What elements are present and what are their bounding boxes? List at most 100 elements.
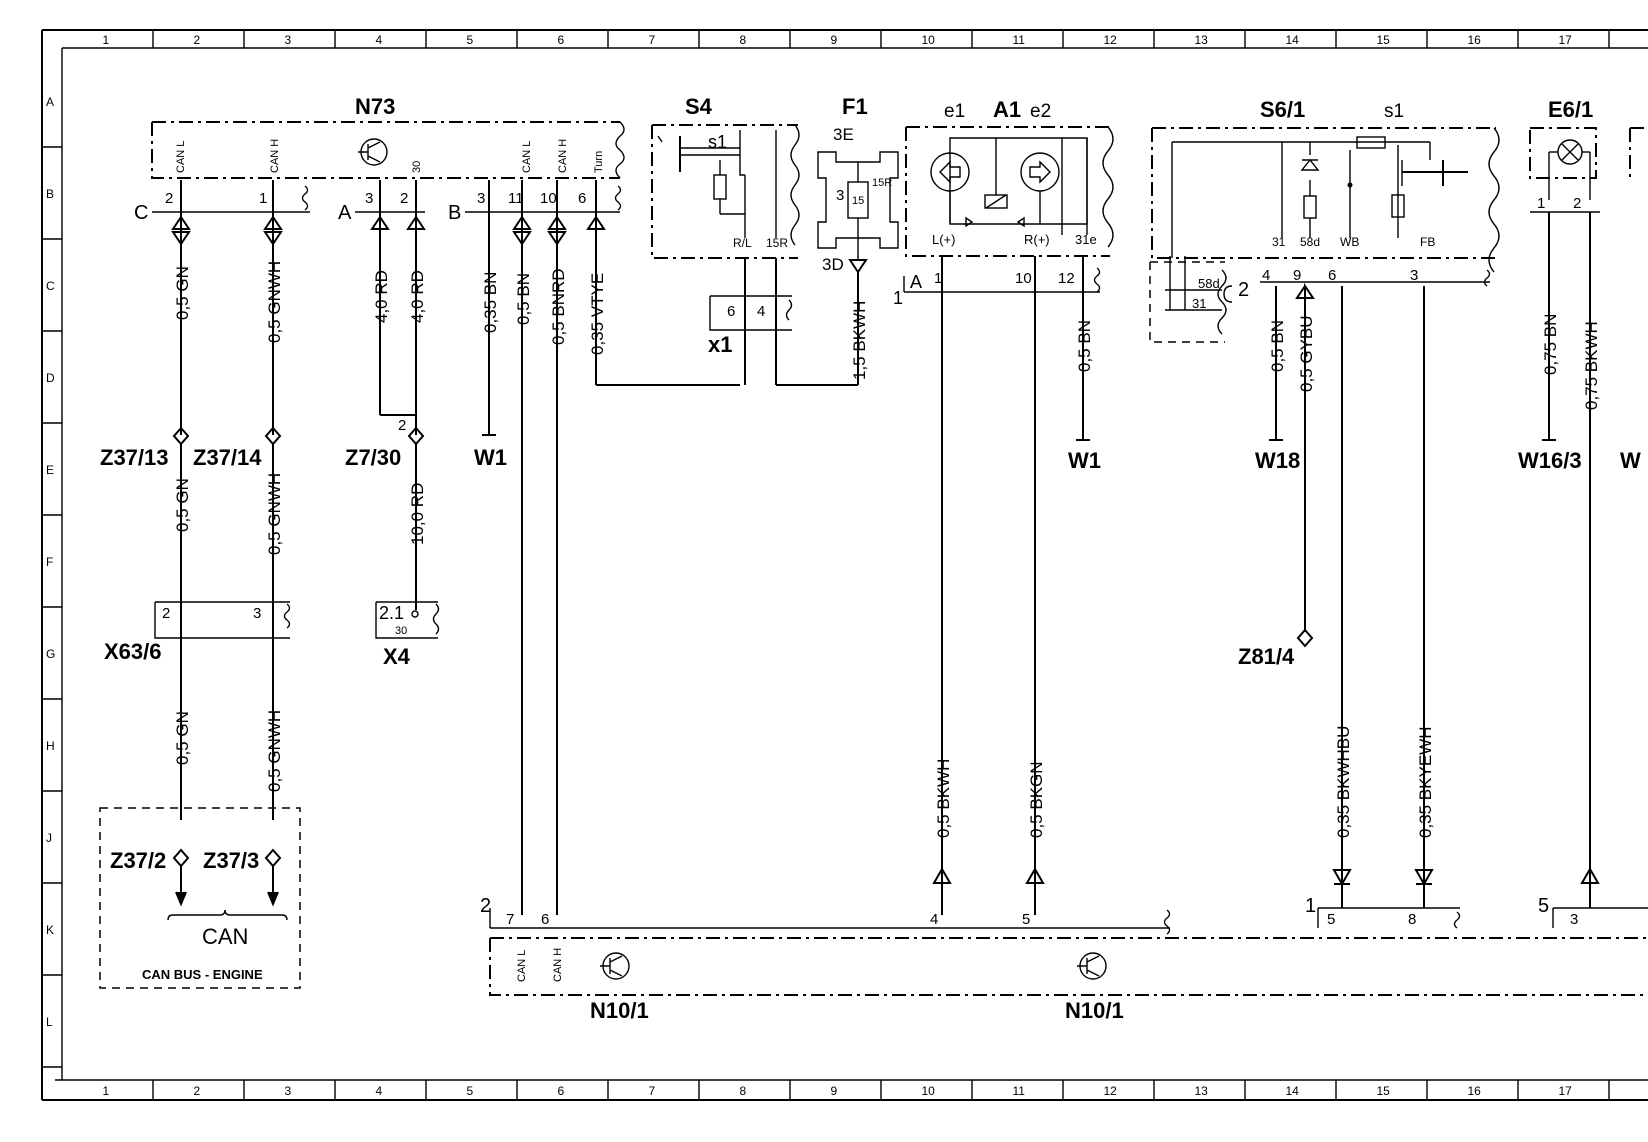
grid-column-label: 14	[1286, 1084, 1300, 1098]
grid-column-label: 8	[740, 33, 747, 47]
svg-text:e1: e1	[944, 101, 965, 122]
svg-text:31: 31	[1192, 296, 1206, 311]
x1-label: x1	[708, 332, 732, 357]
grid-column-label: 5	[467, 33, 474, 47]
svg-text:3: 3	[1570, 911, 1578, 928]
grid-column-label: 7	[649, 1084, 656, 1098]
w1-ground-label-2: W1	[1068, 448, 1101, 473]
grid-column-label: 6	[558, 1084, 565, 1098]
svg-text:FB: FB	[1420, 235, 1435, 249]
grid-row-label: A	[46, 95, 54, 109]
svg-text:3: 3	[477, 190, 485, 207]
grid-column-label: 14	[1286, 33, 1300, 47]
svg-text:4,0 RD: 4,0 RD	[372, 270, 391, 323]
z37-14-label: Z37/14	[193, 445, 262, 470]
svg-text:CAN H: CAN H	[557, 139, 569, 173]
svg-text:2: 2	[480, 895, 491, 917]
svg-text:9: 9	[1293, 267, 1301, 284]
svg-text:A: A	[338, 202, 352, 224]
grid-column-label: 3	[285, 33, 292, 47]
svg-text:0,35 VTYE: 0,35 VTYE	[588, 273, 607, 355]
svg-text:11: 11	[508, 190, 524, 207]
svg-text:15R: 15R	[872, 177, 892, 189]
grid-column-label: 15	[1377, 33, 1391, 47]
grid-row-label: K	[46, 923, 54, 937]
n73-wire-labels: 0,5 GN 0,5 GNWH 4,0 RD 4,0 RD 0,35 BN 0,…	[173, 261, 607, 355]
svg-text:CAN H: CAN H	[552, 948, 564, 982]
svg-text:CAN H: CAN H	[269, 139, 281, 173]
grid-column-label: 6	[558, 33, 565, 47]
svg-text:5: 5	[1538, 895, 1549, 917]
n10-1-label-2: N10/1	[1065, 998, 1124, 1023]
x63-6-label: X63/6	[104, 639, 162, 664]
svg-text:3: 3	[1410, 267, 1418, 284]
svg-text:10: 10	[1015, 270, 1032, 287]
grid-column-label: 11	[1013, 33, 1026, 47]
f1-label: F1	[842, 94, 868, 119]
n73-label: N73	[355, 94, 395, 119]
svg-text:10: 10	[540, 190, 557, 207]
grid-column-label: 4	[376, 33, 383, 47]
svg-text:2: 2	[1573, 195, 1581, 212]
grid-column-markers: 1234567891011121314151617181234567891011…	[103, 30, 1610, 1100]
grid-column-label: 15	[1377, 1084, 1391, 1098]
svg-text:30: 30	[395, 625, 407, 637]
svg-text:0,5 BKGN: 0,5 BKGN	[1027, 761, 1046, 838]
grid-column-label: 13	[1195, 33, 1209, 47]
svg-text:0,5 BN: 0,5 BN	[1075, 320, 1094, 372]
svg-text:L(+): L(+)	[932, 232, 955, 247]
sheet-frame	[41, 29, 1648, 1101]
w1-ground-label: W1	[474, 445, 507, 470]
grid-column-label: 5	[467, 1084, 474, 1098]
svg-text:0,75 BKWH: 0,75 BKWH	[1582, 321, 1601, 410]
svg-text:1: 1	[1537, 195, 1545, 212]
grid-column-label: 11	[1013, 1084, 1026, 1098]
splices-row-e: Z37/13 Z37/14 Z7/30 2 W1	[100, 417, 507, 470]
s4-label: S4	[685, 94, 713, 119]
svg-text:1: 1	[934, 270, 942, 287]
svg-text:0,35 BKWHBU: 0,35 BKWHBU	[1334, 726, 1353, 838]
grid-column-label: 16	[1468, 33, 1482, 47]
grid-row-label: C	[46, 279, 55, 293]
svg-text:10,0 RD: 10,0 RD	[408, 483, 427, 545]
svg-text:0,5 GN: 0,5 GN	[173, 478, 192, 532]
svg-text:58d: 58d	[1300, 235, 1320, 249]
grid-column-label: 7	[649, 33, 656, 47]
svg-text:R(+): R(+)	[1024, 232, 1050, 247]
svg-text:0,5 GNWH: 0,5 GNWH	[265, 261, 284, 343]
grid-column-label: 12	[1104, 1084, 1118, 1098]
svg-text:3: 3	[365, 190, 373, 207]
svg-text:6: 6	[578, 190, 586, 207]
svg-text:4: 4	[930, 911, 938, 928]
svg-text:6: 6	[1328, 267, 1336, 284]
grid-row-label: L	[46, 1015, 53, 1029]
grid-row-label: E	[46, 463, 54, 477]
svg-text:2: 2	[1238, 279, 1249, 301]
svg-text:R/L: R/L	[733, 236, 752, 250]
svg-text:5: 5	[1327, 911, 1335, 928]
svg-text:1,5 BKWH: 1,5 BKWH	[850, 301, 869, 380]
svg-text:31: 31	[1272, 235, 1286, 249]
svg-text:2: 2	[162, 605, 170, 622]
a1-label: A1	[993, 97, 1021, 122]
grid-column-label: 2	[194, 33, 201, 47]
grid-row-label: G	[46, 647, 55, 661]
svg-text:4: 4	[1262, 267, 1270, 284]
grid-column-label: 10	[922, 1084, 936, 1098]
w16-3-label: W16/3	[1518, 448, 1582, 473]
grid-column-label: 17	[1559, 1084, 1573, 1098]
n73-wires	[171, 180, 740, 915]
svg-text:0,5 GNWH: 0,5 GNWH	[265, 473, 284, 555]
grid-row-label: F	[46, 555, 53, 569]
svg-text:WB: WB	[1340, 235, 1359, 249]
can-label: CAN	[202, 924, 248, 949]
svg-text:e2: e2	[1030, 101, 1051, 122]
grid-column-label: 10	[922, 33, 936, 47]
grid-column-label: 3	[285, 1084, 292, 1098]
n10-1-module: 2 7 6 4 5 CAN L CAN H N10/1 N10/1 1 5 8 …	[480, 895, 1648, 1023]
svg-text:0,5 GNWH: 0,5 GNWH	[265, 710, 284, 792]
grid-column-label: 1	[103, 33, 110, 47]
e6-1-label: E6/1	[1548, 97, 1593, 122]
svg-text:3E: 3E	[833, 125, 854, 144]
